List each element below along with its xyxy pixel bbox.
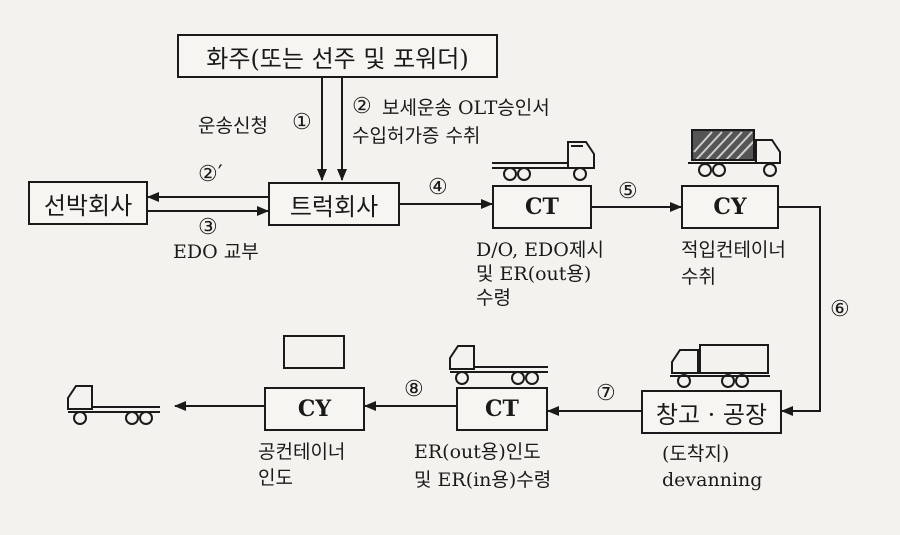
ct-top-note-line3: 수령 — [476, 286, 511, 310]
step-6-number: ⑥ — [830, 298, 850, 322]
shipping-company-box: 선박회사 — [28, 181, 148, 225]
cy-top-note-line1: 적입컨테이너 — [681, 238, 786, 262]
step-1-number: ① — [292, 111, 312, 135]
ct-top-box: CT — [492, 185, 592, 229]
warehouse-factory-label: 창고 · 공장 — [656, 395, 767, 430]
trucking-company-box: 트럭회사 — [268, 182, 400, 226]
bonded-transport-line1: 보세운송 OLT승인서 — [382, 96, 550, 120]
empty-container-icon — [284, 336, 344, 368]
shipper-label: 화주(또는 선주 및 포워더) — [206, 39, 468, 74]
cy-bottom-label: CY — [298, 396, 331, 422]
ct-bottom-box: CT — [456, 387, 548, 431]
ct-bottom-label: CT — [485, 396, 519, 422]
ct-top-note-line2: 및 ER(out용) — [476, 262, 591, 286]
trucking-company-label: 트럭회사 — [290, 187, 378, 222]
edo-delivery-label: EDO 교부 — [173, 240, 259, 264]
ct-bottom-note-line1: ER(out용)인도 — [414, 440, 541, 464]
step-7-number: ⑦ — [596, 382, 616, 406]
cy-bottom-note-line2: 인도 — [258, 466, 293, 490]
ct-top-label: CT — [525, 194, 559, 220]
cy-top-note-line2: 수취 — [681, 265, 716, 289]
step-5-number: ⑤ — [618, 180, 638, 204]
loaded-container-truck-icon — [688, 130, 780, 176]
ct-top-note-line1: D/O, EDO제시 — [476, 238, 604, 262]
step-2-number: ② — [352, 95, 372, 119]
shipper-box: 화주(또는 선주 및 포워더) — [177, 34, 498, 78]
outgoing-truck-icon — [68, 386, 160, 424]
flatbed-truck-icon — [492, 142, 594, 180]
flatbed-truck-icon-bottom — [450, 346, 548, 384]
step-3-number: ③ — [198, 216, 218, 240]
step-2-prime-number: ②′ — [198, 163, 223, 187]
cy-top-box: CY — [681, 185, 779, 229]
step-8-number: ⑧ — [404, 378, 424, 402]
transport-request-label: 운송신청 — [198, 114, 268, 138]
warehouse-factory-box: 창고 · 공장 — [641, 390, 782, 434]
container-truck-icon — [670, 345, 770, 387]
cy-bottom-note-line1: 공컨테이너 — [258, 440, 345, 464]
destination-note-line2: devanning — [662, 468, 762, 492]
cy-bottom-box: CY — [264, 387, 365, 431]
bonded-transport-line2: 수입허가증 수취 — [352, 124, 480, 148]
cy-top-label: CY — [713, 194, 746, 220]
step-4-number: ④ — [428, 176, 448, 200]
destination-note-line1: (도착지) — [662, 442, 729, 466]
shipping-company-label: 선박회사 — [44, 186, 132, 221]
ct-bottom-note-line2: 및 ER(in용)수령 — [414, 468, 551, 492]
